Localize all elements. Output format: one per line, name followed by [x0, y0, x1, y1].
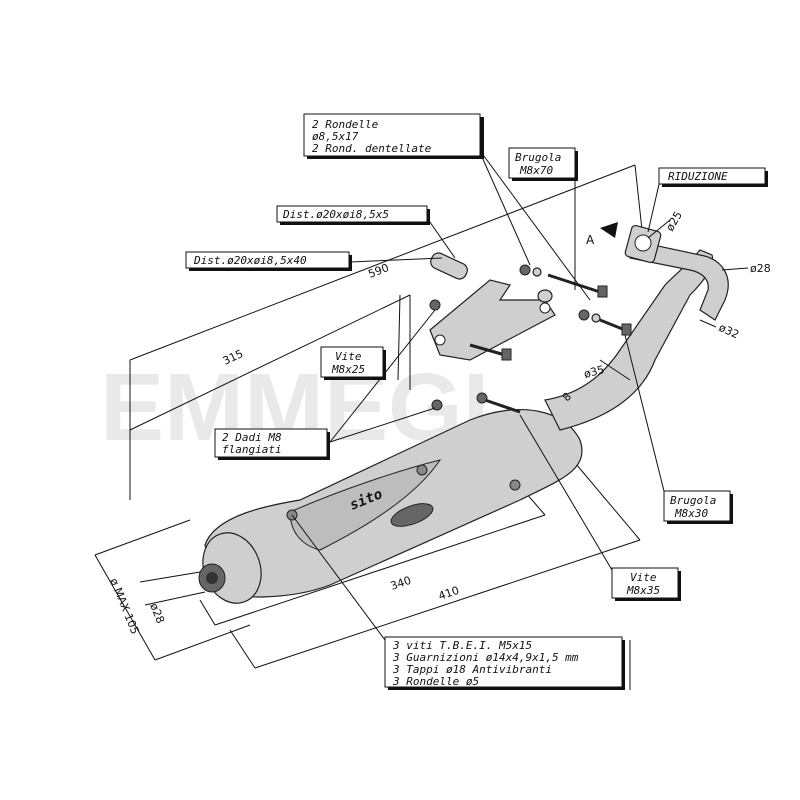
rondelle-line-1: 2 Rondelle [312, 118, 379, 131]
dim-28-label: ø28 [750, 262, 771, 275]
kit-line-4: 3 Rondelle ø5 [392, 675, 479, 688]
callout-riduzione: RIDUZIONE [658, 167, 768, 187]
dadi-line-1: 2 Dadi M8 [222, 431, 282, 444]
dim-35-label: ø35 [582, 363, 605, 381]
dadi-line-2: flangiati [222, 443, 282, 456]
brugola-70-line-2: M8x70 [519, 164, 553, 177]
silencer: sito [198, 409, 583, 604]
vite-35-line-1: Vite [630, 571, 657, 584]
dist-5-label: Dist.ø20xøi8,5x5 [282, 208, 389, 221]
riduzione-label: RIDUZIONE [668, 170, 728, 183]
callout-dist-40: Dist.ø20xøi8,5x40 [185, 251, 352, 271]
callout-vite-35: Vite M8x35 [611, 567, 681, 601]
dim-32-label: ø32 [717, 321, 741, 342]
callout-rondelle: 2 Rondelle ø8,5x17 2 Rond. dentellate [303, 113, 484, 159]
rondelle-line-2: ø8,5x17 [312, 130, 359, 143]
dim-590-label: 590 [366, 261, 390, 281]
dim-410-label: 410 [437, 584, 461, 603]
brugola-30-line-2: M8x30 [674, 507, 708, 520]
callout-brugola-30: Brugola M8x30 [663, 490, 733, 524]
rondelle-line-3: 2 Rond. dentellate [312, 142, 432, 155]
callout-vite-25: Vite M8x25 [320, 346, 386, 380]
brugola-70-line-1: Brugola [515, 151, 561, 164]
view-a-label: A [586, 233, 595, 247]
dim-outlet-28-label: ø28 [147, 601, 167, 625]
kit-line-1: 3 viti T.B.E.I. M5x15 [392, 639, 532, 652]
vite-35-line-2: M8x35 [626, 584, 660, 597]
hardware [429, 252, 632, 414]
callout-brugola-70: Brugola M8x70 [508, 147, 578, 181]
dim-25-label: ø25 [663, 209, 685, 233]
kit-line-2: 3 Guarnizioni ø14x4,9x1,5 mm [392, 651, 579, 664]
dist-40-label: Dist.ø20xøi8,5x40 [193, 254, 307, 267]
dim-340-label: 340 [389, 574, 413, 593]
callout-dist-5: Dist.ø20xøi8,5x5 [276, 205, 430, 225]
dim-max-105-label: ø MAX 105 [107, 576, 141, 636]
dim-outlet-28: ø28 [139, 571, 206, 625]
mounting-bracket [429, 279, 556, 361]
view-a-arrow: A [586, 222, 618, 247]
callout-kit: 3 viti T.B.E.I. M5x15 3 Guarnizioni ø14x… [384, 636, 625, 690]
vite-25-line-2: M8x25 [331, 363, 365, 376]
kit-line-3: 3 Tappi ø18 Antivibranti [392, 663, 552, 676]
brugola-30-line-1: Brugola [670, 494, 716, 507]
callout-dadi: 2 Dadi M8 flangiati [214, 428, 330, 460]
vite-25-line-1: Vite [335, 350, 362, 363]
